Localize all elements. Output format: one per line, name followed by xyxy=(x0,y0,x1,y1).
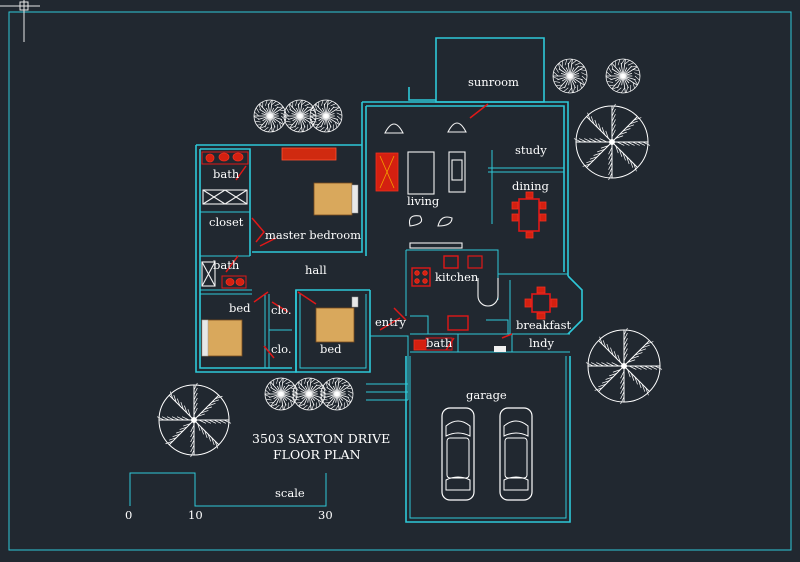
car-icons xyxy=(441,407,533,501)
label-master-bath: bath xyxy=(213,167,240,181)
fireplace-icon xyxy=(375,152,399,192)
label-breakfast: breakfast xyxy=(516,318,572,332)
door-swings xyxy=(225,103,513,359)
tree-icon xyxy=(156,382,232,458)
scale-tick-30: 30 xyxy=(318,508,333,522)
drawing-title: 3503 SAXTON DRIVE xyxy=(252,431,390,446)
label-bed-left: bed xyxy=(229,301,251,315)
label-entry: entry xyxy=(375,315,406,329)
exterior-walls xyxy=(195,37,583,523)
label-dining: dining xyxy=(512,179,550,193)
label-laundry: lndy xyxy=(529,336,554,350)
scale-tick-0: 0 xyxy=(125,508,132,522)
label-bed-center: bed xyxy=(320,342,342,356)
label-hall-bath: bath xyxy=(213,258,240,272)
scale-tick-10: 10 xyxy=(188,508,203,522)
label-closet-1: clo. xyxy=(271,303,292,317)
shrub-row-bottom-icon xyxy=(264,377,354,411)
label-living: living xyxy=(407,194,440,208)
label-closet-2: clo. xyxy=(271,342,292,356)
label-master-bedroom: master bedroom xyxy=(265,228,361,242)
breakfast-table-icon xyxy=(524,286,558,320)
dresser-icon xyxy=(281,147,337,161)
bed-icon xyxy=(313,182,359,216)
tree-icon xyxy=(585,327,663,405)
bed-icon xyxy=(315,296,359,343)
drawing-subtitle: FLOOR PLAN xyxy=(273,447,361,462)
scale-label: scale xyxy=(275,486,305,500)
sofa-icon xyxy=(448,151,466,193)
tree-icon xyxy=(573,103,651,181)
armchair-icon xyxy=(384,122,467,227)
label-hall: hall xyxy=(305,263,327,277)
room-labels: sunroom study dining living bath closet … xyxy=(209,75,572,402)
label-sunroom: sunroom xyxy=(468,75,519,89)
scale-bar: scale 0 10 30 xyxy=(125,472,333,522)
coffee-table-icon xyxy=(407,151,435,195)
bed-icon xyxy=(201,319,243,357)
label-study: study xyxy=(515,143,547,157)
bath-fixtures-icon xyxy=(201,151,249,289)
shrub-row-top-icon xyxy=(253,99,343,133)
kitchen-fixtures-icon xyxy=(411,255,506,352)
tv-console-icon xyxy=(409,242,463,249)
drawing-border xyxy=(8,11,792,551)
crosshair-cursor-icon xyxy=(0,0,40,42)
label-kitchen: kitchen xyxy=(435,270,479,284)
shrub-pair-right-icon xyxy=(552,58,641,94)
label-garage: garage xyxy=(466,388,507,402)
dining-table-icon xyxy=(511,191,547,239)
label-small-bath: bath xyxy=(426,336,453,350)
label-closet: closet xyxy=(209,215,244,229)
